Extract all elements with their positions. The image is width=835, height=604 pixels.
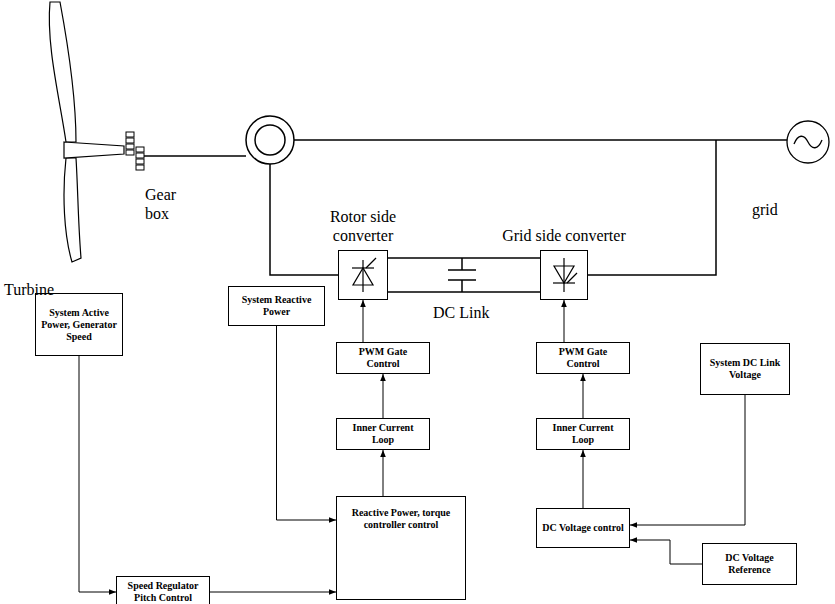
signal-arrow <box>383 374 384 418</box>
grid-source <box>787 121 829 163</box>
converter-box: Grid side converter <box>540 250 588 300</box>
box-text: PWM Gate Control <box>341 346 425 370</box>
gear-tooth <box>126 150 134 155</box>
grid-source-symbol <box>787 121 829 163</box>
part-label: Gear box <box>145 185 191 223</box>
control-box: DC Voltage Reference <box>702 543 797 585</box>
control-box: DC Voltage control <box>536 508 630 548</box>
box-text: Rotor side converter <box>301 208 425 245</box>
part-label: grid <box>752 200 812 219</box>
signal-arrow <box>630 540 702 564</box>
control-box: Reactive Power, torque controller contro… <box>336 496 466 600</box>
gear-tooth <box>136 153 144 158</box>
signal-arrow <box>363 300 364 342</box>
signal-arrow <box>583 450 584 508</box>
gearbox-symbol <box>126 132 144 170</box>
gear-tooth <box>136 147 144 152</box>
gear-tooth <box>126 144 134 149</box>
stator-line <box>294 139 787 141</box>
part-label: DC Link <box>433 303 503 322</box>
gear-tooth <box>126 138 134 143</box>
capacitor-lead <box>461 258 463 270</box>
turbine-hub <box>64 142 124 158</box>
control-box: System Active Power, Generator Speed <box>35 293 123 356</box>
capacitor-lead <box>461 280 463 292</box>
shaft <box>144 155 246 157</box>
grid-side-line <box>588 140 716 275</box>
box-text: DC Voltage Reference <box>707 552 792 576</box>
dc-rail <box>388 257 540 259</box>
control-box: Inner Current Loop <box>336 418 430 450</box>
box-text: Inner Current Loop <box>541 422 625 446</box>
gear-tooth <box>136 159 144 164</box>
dc-rail <box>388 291 540 293</box>
converter-box: Rotor side converter <box>338 250 388 300</box>
generator-stator <box>246 116 294 164</box>
signal-arrow <box>79 356 116 592</box>
box-text: Inner Current Loop <box>341 422 425 446</box>
signal-arrow <box>277 326 337 520</box>
control-box: PWM Gate Control <box>336 342 430 374</box>
signal-arrow <box>564 300 565 342</box>
box-text: System DC Link Voltage <box>705 357 785 381</box>
gear-tooth <box>126 132 134 137</box>
signal-arrow <box>583 374 584 418</box>
box-text: System Reactive Power <box>233 294 320 318</box>
capacitor-plate <box>448 279 476 281</box>
box-text: PWM Gate Control <box>541 346 625 370</box>
signal-arrow <box>210 592 336 593</box>
gear-tooth <box>136 165 144 170</box>
control-box: Inner Current Loop <box>536 418 630 450</box>
generator-symbol <box>246 116 294 164</box>
control-box: PWM Gate Control <box>536 342 630 374</box>
control-box: System Reactive Power <box>228 286 325 326</box>
control-box: System DC Link Voltage <box>700 343 790 395</box>
turbine-blade <box>49 2 76 142</box>
signal-arrow <box>383 450 384 496</box>
box-text: Grid side converter <box>502 227 626 245</box>
generator-rotor <box>255 125 285 155</box>
part-label: Turbine <box>4 280 84 299</box>
turbine-rotor <box>49 2 124 262</box>
thyristor-symbol <box>352 258 577 292</box>
control-box: Speed Regulator Pitch Control <box>116 576 210 604</box>
rotor-line <box>270 164 338 275</box>
turbine-blade <box>64 158 81 262</box>
capacitor-plate <box>448 269 476 271</box>
thyristor-lead <box>362 260 363 292</box>
signal-arrow <box>630 395 745 525</box>
sine-wave <box>794 136 822 148</box>
power-wiring <box>144 140 787 292</box>
thyristor-lead <box>563 258 564 292</box>
box-text: Reactive Power, torque controller contro… <box>341 507 461 531</box>
box-text: DC Voltage control <box>541 522 625 534</box>
thyristor-gate <box>366 258 376 268</box>
thyristor-gate <box>567 273 577 283</box>
box-text: Speed Regulator Pitch Control <box>121 580 205 604</box>
box-text: System Active Power, Generator Speed <box>40 307 118 343</box>
